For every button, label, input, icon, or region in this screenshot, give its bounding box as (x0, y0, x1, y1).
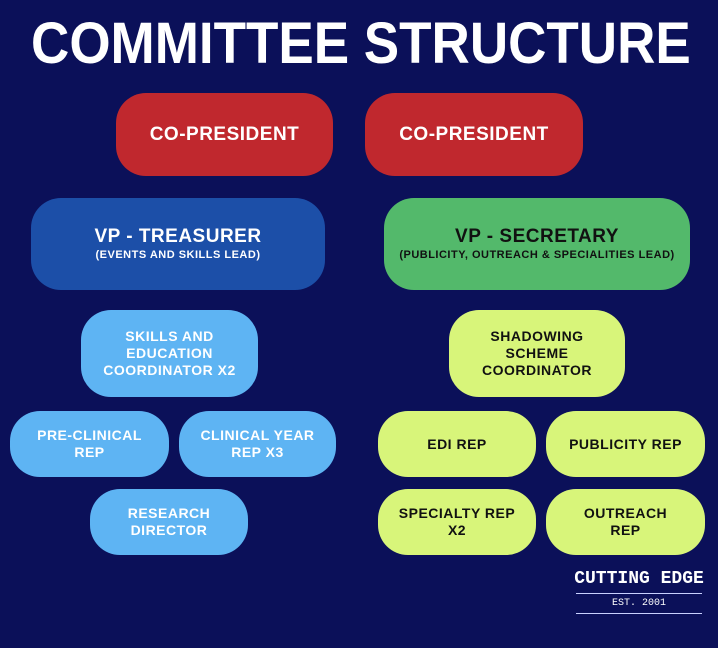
logo-established: EST. 2001 (611, 598, 666, 609)
skills-coordinator-box: SKILLS AND EDUCATION COORDINATOR X2 (81, 310, 258, 397)
logo-name-row: CUTTING EDGE (572, 568, 706, 590)
co-president-box-1: CO-PRESIDENT (116, 93, 333, 176)
vp-secretary-box: VP - SECRETARY (PUBLICITY, OUTREACH & SP… (384, 198, 690, 290)
logo-name: CUTTING EDGE (574, 569, 704, 589)
clinical-year-rep-box: CLINICAL YEAR REP X3 (179, 411, 336, 477)
vp-secretary-title: VP - SECRETARY (455, 226, 619, 247)
shadowing-coordinator-box: SHADOWING SCHEME COORDINATOR (449, 310, 625, 397)
specialty-rep-box: SPECIALTY REP X2 (378, 489, 536, 555)
vp-secretary-subtitle: (PUBLICITY, OUTREACH & SPECIALITIES LEAD… (399, 249, 675, 261)
outreach-rep-box: OUTREACH REP (546, 489, 705, 555)
logo-divider (576, 593, 702, 594)
vp-treasurer-subtitle: (EVENTS AND SKILLS LEAD) (95, 249, 261, 261)
research-director-box: RESEARCH DIRECTOR (90, 489, 248, 555)
vp-treasurer-box: VP - TREASURER (EVENTS AND SKILLS LEAD) (31, 198, 325, 290)
cutting-edge-logo: CUTTING EDGE EST. 2001 (572, 568, 706, 617)
preclinical-rep-box: PRE-CLINICAL REP (10, 411, 169, 477)
edi-rep-box: EDI REP (378, 411, 536, 477)
co-president-box-2: CO-PRESIDENT (365, 93, 583, 176)
publicity-rep-box: PUBLICITY REP (546, 411, 705, 477)
page-title-row: COMMITTEE STRUCTURE (0, 8, 718, 80)
logo-divider (576, 613, 702, 614)
page-title: COMMITTEE STRUCTURE (31, 11, 691, 76)
vp-treasurer-title: VP - TREASURER (94, 226, 262, 247)
